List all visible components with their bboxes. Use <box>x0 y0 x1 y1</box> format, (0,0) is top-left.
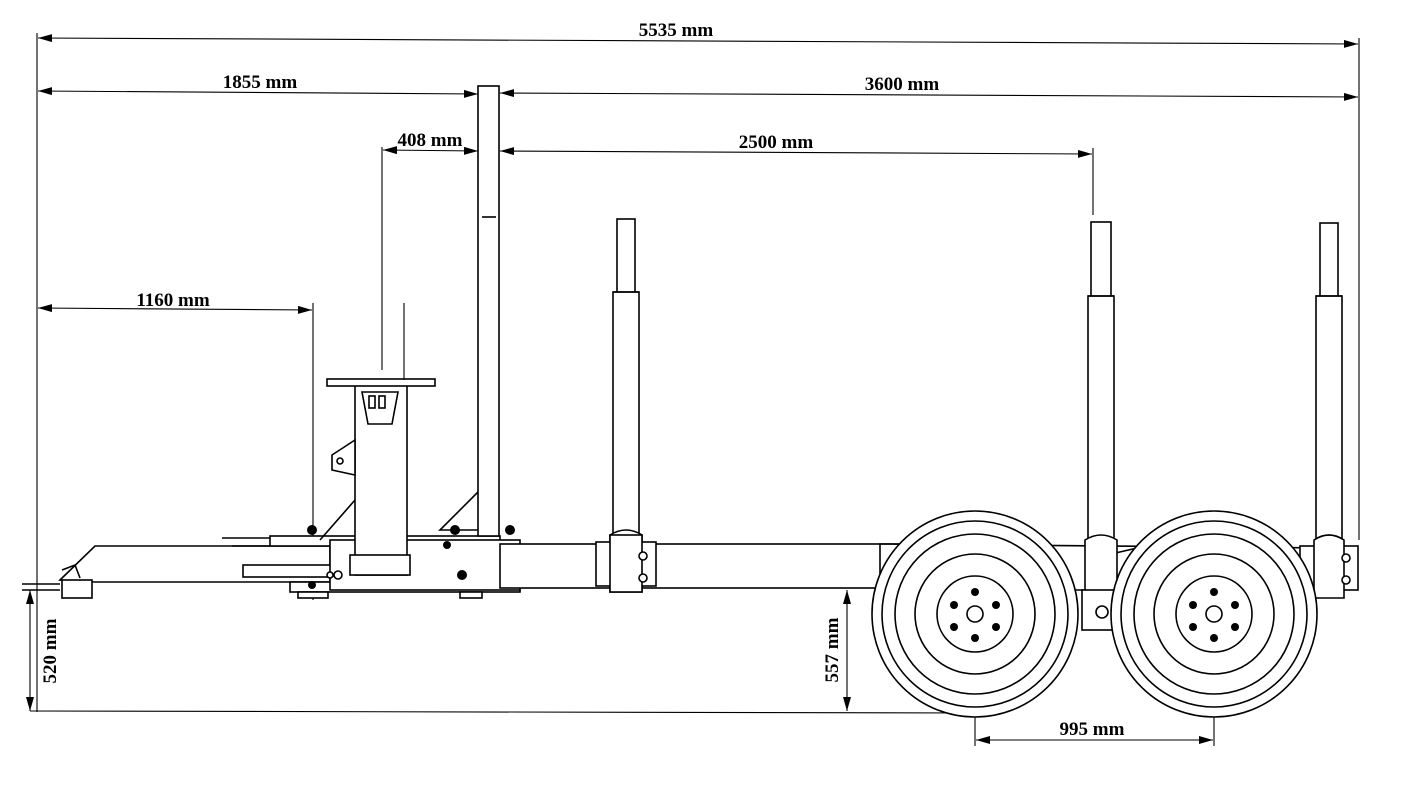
dim-line-overall <box>37 34 1359 48</box>
rear-stake <box>1299 222 1359 599</box>
dim-line-1160 <box>37 304 313 314</box>
crane-mount <box>222 303 521 599</box>
label-crane-offset: 408 mm <box>398 130 463 151</box>
trailer <box>22 85 1359 718</box>
dim-line-408 <box>382 146 479 155</box>
label-hitch-height: 520 mm <box>40 618 61 683</box>
dim-line-1855 <box>37 87 479 98</box>
rear-wheel <box>1110 510 1318 718</box>
label-axle-spacing: 995 mm <box>1060 719 1125 740</box>
label-frame-height: 557 mm <box>822 617 843 682</box>
dim-line-2500 <box>499 147 1093 158</box>
stake-2 <box>595 218 657 593</box>
front-stake <box>477 85 500 537</box>
label-bunk-spacing: 2500 mm <box>739 132 814 153</box>
label-front-to-crane: 1160 mm <box>136 290 210 311</box>
label-overall-length: 5535 mm <box>639 20 714 41</box>
front-wheel <box>871 510 1079 718</box>
dimension-lines <box>37 34 1359 744</box>
dim-line-3600 <box>499 89 1359 101</box>
label-post-to-rear: 3600 mm <box>865 74 940 95</box>
label-front-to-post: 1855 mm <box>223 72 298 93</box>
stake-3 <box>1081 221 1123 631</box>
